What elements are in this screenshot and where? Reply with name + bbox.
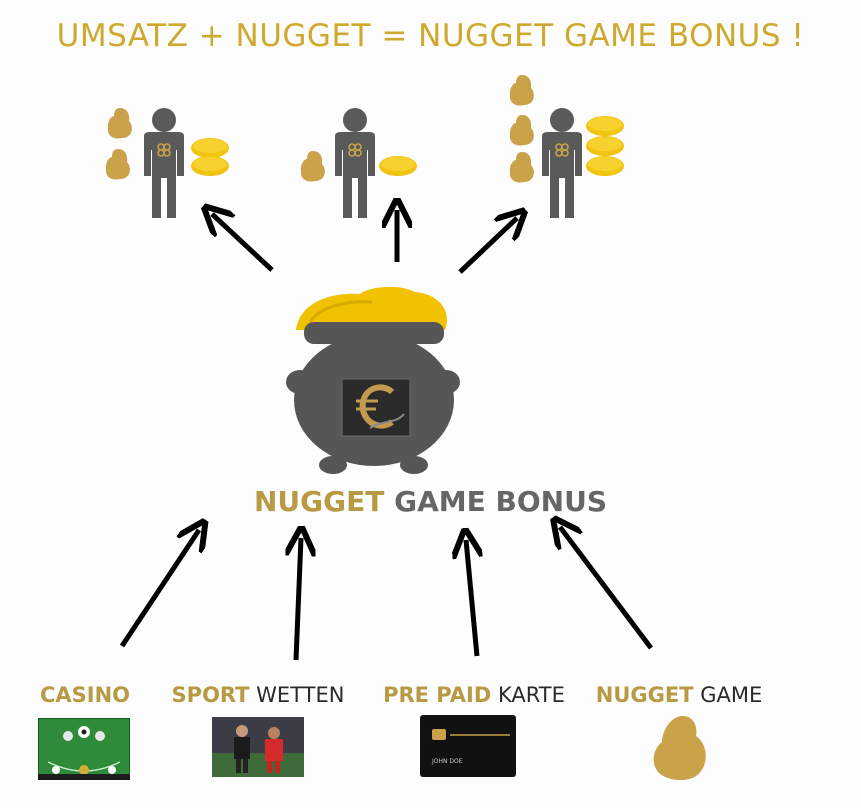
arrow-from-sport-wetten — [296, 538, 301, 661]
euro-logo — [341, 378, 411, 437]
gold-pot-icon — [286, 286, 460, 474]
coin-icon — [191, 156, 229, 176]
source-sport-normal: WETTEN — [256, 683, 345, 707]
nugget-icon — [105, 149, 130, 180]
coin-icon — [379, 156, 417, 176]
arrow-to-player-left — [212, 214, 274, 272]
nugget-icon — [509, 152, 534, 183]
nugget-icon — [509, 115, 534, 146]
player-middle — [300, 107, 417, 219]
source-sport-label: SPORT WETTEN — [160, 683, 356, 707]
coin-icon — [586, 136, 624, 156]
source-nugget-bold: NUGGET — [595, 683, 694, 707]
coin-icon — [191, 138, 229, 158]
source-sport-bold: SPORT — [171, 683, 250, 707]
player-left — [105, 107, 229, 219]
coin-icon — [586, 116, 624, 136]
card-holder-name: JOHN DOE — [431, 758, 463, 765]
nugget-game-bonus-label: NUGGET GAME BONUS — [0, 485, 861, 518]
arrow-from-prepaid-karte — [466, 540, 477, 657]
source-prepaid-normal: KARTE — [497, 683, 565, 707]
nugget-icon — [509, 75, 534, 106]
nugget-icon — [300, 151, 325, 182]
person-icon — [541, 107, 583, 219]
bonus-label-rest: GAME BONUS — [394, 485, 607, 518]
prepaid-card-thumbnail: JOHN DOE — [420, 715, 516, 777]
arrow-from-nugget-game — [560, 527, 653, 650]
coin-icon — [586, 156, 624, 176]
source-casino-label: CASINO — [32, 683, 138, 707]
source-prepaid-label: PRE PAID KARTE — [374, 683, 574, 707]
gold-nugget-icon — [653, 716, 706, 781]
person-icon — [334, 107, 376, 219]
nugget-icon — [107, 108, 132, 139]
arrow-to-player-right — [458, 218, 517, 274]
source-nugget-normal: GAME — [700, 683, 763, 707]
football-players-thumbnail — [212, 717, 304, 777]
arrow-from-casino — [119, 530, 199, 648]
source-nugget-game-label: NUGGET GAME — [584, 683, 774, 707]
casino-table-thumbnail — [38, 718, 130, 780]
person-icon — [143, 107, 185, 219]
source-casino-bold: CASINO — [39, 683, 131, 707]
bonus-label-highlight: NUGGET — [254, 485, 385, 518]
page-title: UMSATZ + NUGGET = NUGGET GAME BONUS ! — [56, 18, 805, 54]
player-right — [509, 75, 624, 219]
source-prepaid-bold: PRE PAID — [383, 683, 492, 707]
